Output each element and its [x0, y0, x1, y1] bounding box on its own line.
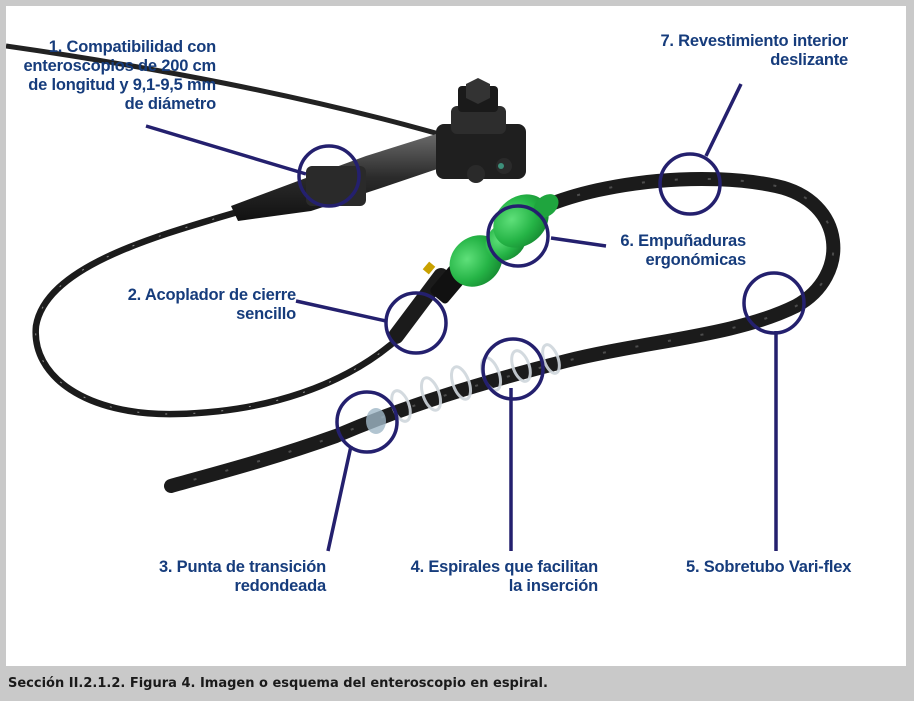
figure-caption: Sección II.2.1.2. Figura 4. Imagen o esq…: [8, 676, 548, 691]
marker-ring-7: [658, 152, 722, 216]
endoscope-control-head: [436, 78, 526, 183]
ergonomic-grips: [449, 194, 559, 287]
marker-ring-2: [384, 291, 448, 355]
transition-tip: [366, 408, 386, 434]
callout-6: 6. Empuñaduras ergonómicas: [620, 232, 746, 269]
callout-1: 1. Compatibilidad con enteroscopios de 2…: [23, 38, 216, 113]
marker-ring-3: [335, 390, 399, 454]
marker-ring-1: [297, 144, 361, 208]
marker-ring-6: [486, 204, 550, 268]
figure-panel: 1. Compatibilidad con enteroscopios de 2…: [6, 6, 906, 666]
callout-2: 2. Acoplador de cierre sencillo: [127, 286, 297, 323]
marker-rings: [297, 144, 806, 454]
endoscope-cable: [6, 43, 447, 139]
marker-ring-5: [742, 271, 806, 335]
callout-7: 7. Revestimiento interior deslizante: [660, 32, 848, 69]
callout-3: 3. Punta de transición redondeada: [158, 558, 326, 595]
callout-leaders: [145, 83, 778, 552]
callout-4: 4. Espirales que facilitan la inserción: [410, 558, 599, 595]
enteroscope-illustration: [6, 43, 841, 552]
marker-ring-4: [481, 337, 545, 401]
endoscope-insertion-tube: [32, 207, 405, 418]
callout-5: 5. Sobretubo Vari-flex: [686, 558, 852, 576]
